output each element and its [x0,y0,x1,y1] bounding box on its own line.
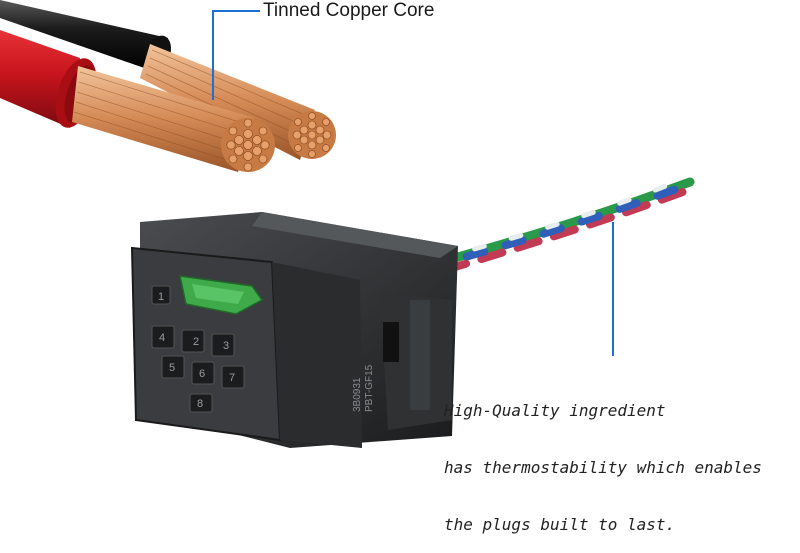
pin-number-2: 2 [193,336,199,348]
copper-core-label: Tinned Copper Core [263,0,435,21]
copper-strands-rear [140,44,336,160]
pin-number-8: 8 [197,398,203,410]
product-scene: 1 2 3 4 5 6 7 8 3B0931 PBT-GF15 [0,0,695,448]
pin-number-7: 7 [229,372,235,384]
copper-strands-front [72,66,275,172]
pin-number-5: 5 [169,362,175,374]
part-markings: 3B0931 PBT-GF15 [352,364,375,412]
description-line-2: has thermostability which enables [444,458,762,477]
pin-numbers: 1 2 3 4 5 6 7 8 [158,291,235,410]
pin-number-3: 3 [223,340,229,352]
copper-callout-line [212,10,260,100]
pin-number-4: 4 [159,332,165,344]
pin-number-1: 1 [158,291,164,303]
connector [130,212,458,448]
pin-cavities [151,285,245,413]
twisted-wires [435,175,695,274]
pin-number-6: 6 [199,368,205,380]
description-line-1: High-Quality ingredient [444,401,666,420]
description-line-3: the plugs built to last. [444,515,676,534]
description-text: High-Quality ingredient has thermostabil… [444,363,762,553]
part-marking-2: PBT-GF15 [364,364,375,412]
part-marking-1: 3B0931 [352,377,363,412]
